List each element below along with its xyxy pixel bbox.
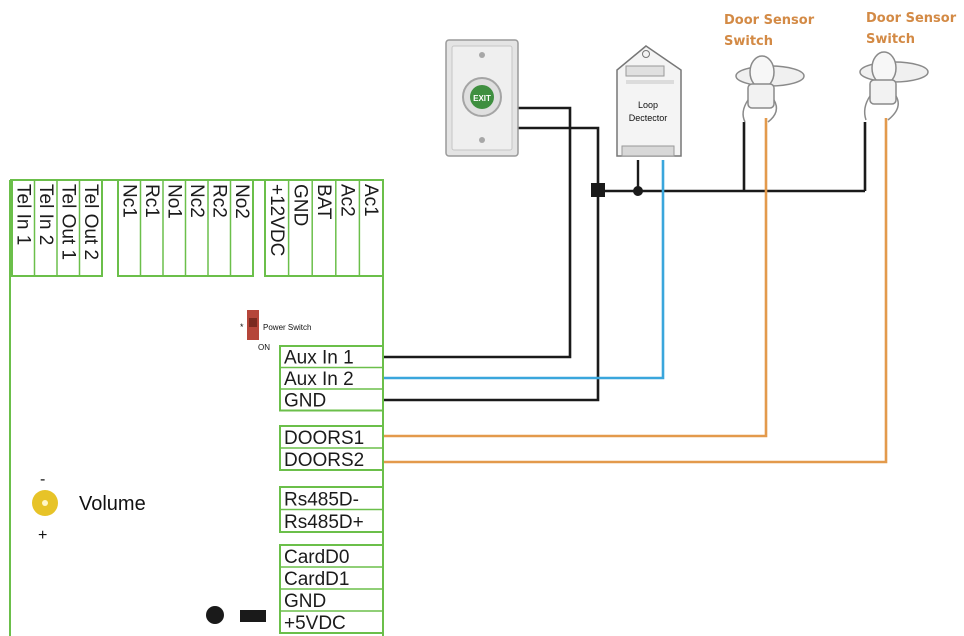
door-sensor-1-label-1: Door Sensor bbox=[724, 13, 815, 28]
terminal-rs485d: Rs485D- bbox=[284, 490, 359, 511]
wires bbox=[383, 106, 888, 464]
loop-detector-device: Loop Dectector bbox=[616, 45, 682, 157]
terminal-rc2: Rc2 bbox=[208, 184, 229, 218]
terminal-doors2: DOORS2 bbox=[284, 450, 364, 471]
connector-bar-icon bbox=[240, 610, 266, 622]
junction-square bbox=[591, 183, 605, 197]
terminal-gnd: GND bbox=[284, 591, 326, 612]
terminal-tel-in-2: Tel In 2 bbox=[35, 184, 56, 245]
terminal-12vdc: +12VDC bbox=[266, 184, 287, 256]
exit-button-label: EXIT bbox=[473, 94, 491, 103]
door-sensor-2-label-1: Door Sensor bbox=[866, 11, 957, 26]
power-switch-marker: * bbox=[240, 322, 244, 332]
door-sensor-1-label-2: Switch bbox=[724, 34, 773, 49]
terminal-tel-in-1: Tel In 1 bbox=[12, 184, 33, 245]
door-sensor-switch-2: Door Sensor Switch bbox=[859, 11, 957, 121]
door-sensor-2-label-2: Switch bbox=[866, 32, 915, 47]
wire-aux-in1 bbox=[383, 106, 572, 359]
wire-aux-in2 bbox=[383, 160, 665, 380]
terminal-no1: No1 bbox=[163, 184, 184, 219]
terminal-aux-in-1: Aux In 1 bbox=[284, 348, 354, 369]
terminal-tel-out-1: Tel Out 1 bbox=[57, 184, 78, 260]
terminal-aux-in-2: Aux In 2 bbox=[284, 369, 354, 390]
terminal-nc2: Nc2 bbox=[186, 184, 207, 218]
volume-label: Volume bbox=[79, 493, 146, 515]
power-switch-on-label: ON bbox=[258, 343, 270, 352]
door-sensor-icon bbox=[735, 55, 805, 123]
terminal-no2: No2 bbox=[231, 184, 252, 219]
power-switch-label: Power Switch bbox=[263, 323, 311, 332]
door-sensor-icon bbox=[859, 51, 929, 121]
terminal-cardd1: CardD1 bbox=[284, 569, 349, 590]
volume-plus: + bbox=[38, 527, 47, 544]
loop-detector-label-1: Loop bbox=[638, 100, 658, 110]
terminal-doors1: DOORS1 bbox=[284, 428, 364, 449]
terminal-5vdc: +5VDC bbox=[284, 613, 346, 634]
terminal-cardd0: CardD0 bbox=[284, 547, 349, 568]
terminal-gnd: GND bbox=[284, 391, 326, 412]
terminal-nc1: Nc1 bbox=[118, 184, 139, 218]
junction-dot bbox=[633, 186, 643, 196]
exit-button-device: EXIT bbox=[445, 39, 519, 157]
wire-gnd bbox=[383, 126, 600, 402]
terminal-rs485d: Rs485D+ bbox=[284, 512, 364, 533]
rs485-terminal-block: Rs485D-Rs485D+ bbox=[279, 486, 384, 533]
terminal-rc1: Rc1 bbox=[141, 184, 162, 218]
loop-detector-label-2: Dectector bbox=[629, 113, 668, 123]
wire-doors2 bbox=[383, 118, 888, 464]
terminal-ac1: Ac1 bbox=[360, 184, 381, 217]
volume-minus: - bbox=[40, 471, 45, 488]
wire-doors1 bbox=[383, 118, 768, 438]
connector-dot-icon bbox=[206, 606, 224, 624]
volume-control[interactable]: - Volume + bbox=[32, 471, 146, 544]
door-sensor-switch-1: Door Sensor Switch bbox=[724, 13, 815, 123]
terminal-gnd: GND bbox=[289, 184, 310, 226]
terminal-bat: BAT bbox=[313, 184, 334, 220]
terminal-tel-out-2: Tel Out 2 bbox=[80, 184, 101, 260]
power-switch[interactable]: * Power Switch ON bbox=[240, 310, 311, 352]
terminal-ac2: Ac2 bbox=[337, 184, 358, 217]
